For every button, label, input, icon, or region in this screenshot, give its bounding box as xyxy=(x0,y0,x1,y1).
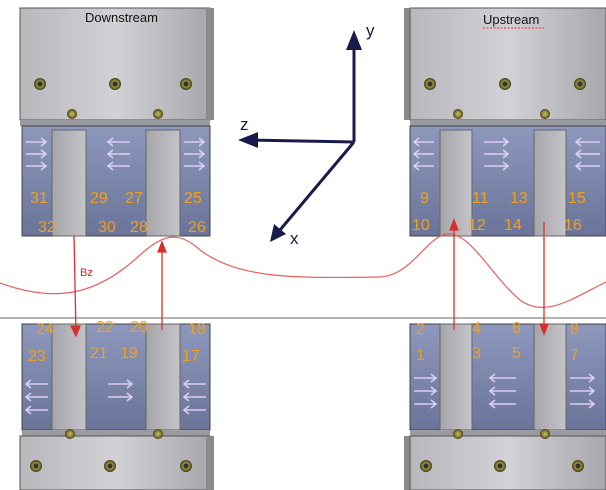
magnet-number: 4 xyxy=(472,320,481,337)
field-profile-curve xyxy=(0,233,606,309)
magnet-number: 7 xyxy=(570,347,579,364)
magnet-number: 28 xyxy=(130,219,148,236)
downstream-bottom-assembly xyxy=(19,323,214,490)
steel-ledge xyxy=(20,120,210,126)
bz-label: Bz xyxy=(80,267,93,279)
pole-piece xyxy=(145,323,181,431)
steel-edge xyxy=(404,436,412,490)
magnetization-arrows xyxy=(26,137,206,171)
magnet-number: 13 xyxy=(510,190,528,207)
magnet-array xyxy=(21,323,211,431)
steel-ledge xyxy=(410,430,606,436)
magnetization-arrows xyxy=(24,379,206,415)
downstream-label: Downstream xyxy=(85,10,158,25)
field-arrows xyxy=(69,218,549,338)
magnet-number: 2 xyxy=(416,321,425,338)
magnet-number: 25 xyxy=(184,190,202,207)
magnet-number: 1 xyxy=(416,347,425,364)
magnet-number: 14 xyxy=(504,217,522,234)
screw-icon xyxy=(30,429,192,472)
magnet-number: 17 xyxy=(182,348,200,365)
pole-piece xyxy=(51,323,87,431)
pole-piece xyxy=(145,129,181,237)
magnet-number: 6 xyxy=(512,320,521,337)
screw-icon xyxy=(424,78,586,119)
upstream-bottom-numbers: 2 4 6 8 1 3 5 7 xyxy=(416,320,579,364)
magnet-number: 26 xyxy=(188,219,206,236)
steel-edge xyxy=(404,8,412,120)
downstream-bottom-numbers: 24 22 20 18 23 21 19 17 xyxy=(28,319,206,365)
pole-piece xyxy=(439,129,473,237)
magnet-number: 31 xyxy=(30,190,48,207)
x-axis-arrowhead xyxy=(270,224,286,242)
upstream-top-numbers: 9 11 13 15 10 12 14 16 xyxy=(412,190,586,234)
magnetization-arrows xyxy=(414,373,596,409)
coordinate-axes xyxy=(238,30,362,242)
downstream-top-numbers: 31 29 27 25 32 30 28 26 xyxy=(30,190,206,236)
magnet-number: 3 xyxy=(472,345,481,362)
upstream-bottom-assembly xyxy=(404,323,606,490)
pole-piece xyxy=(533,129,567,237)
magnet-number: 21 xyxy=(90,345,108,362)
y-axis-arrowhead xyxy=(346,30,362,50)
steel-ledge xyxy=(410,120,606,126)
upstream-label: Upstream xyxy=(483,12,539,27)
magnet-number: 12 xyxy=(468,217,486,234)
magnet-number: 15 xyxy=(568,190,586,207)
magnet-number: 24 xyxy=(36,321,54,338)
magnet-number: 11 xyxy=(472,190,489,207)
magnet-number: 9 xyxy=(420,190,429,207)
magnet-number: 27 xyxy=(125,190,143,207)
magnet-number: 30 xyxy=(98,219,116,236)
steel-ledge xyxy=(22,430,210,436)
x-axis-arrow xyxy=(278,141,356,231)
magnet-number: 23 xyxy=(28,348,46,365)
magnet-array xyxy=(409,323,606,431)
magnetization-arrows xyxy=(412,137,600,171)
magnet-number: 32 xyxy=(38,219,56,236)
steel-edge xyxy=(206,436,214,490)
magnet-number: 20 xyxy=(130,319,148,336)
downstream-top-assembly xyxy=(19,7,214,237)
magnet-number: 5 xyxy=(512,345,521,362)
magnet-number: 8 xyxy=(570,321,579,338)
magnet-number: 18 xyxy=(188,321,206,338)
x-axis-label: x xyxy=(290,229,299,248)
pole-piece xyxy=(439,323,473,431)
magnet-number: 16 xyxy=(564,217,582,234)
upstream-top-assembly xyxy=(404,7,606,237)
steel-edge xyxy=(206,8,214,120)
magnet-number: 10 xyxy=(412,217,430,234)
pole-piece xyxy=(51,129,87,237)
z-axis-arrow xyxy=(249,138,355,144)
z-axis-arrowhead xyxy=(238,132,258,148)
z-axis-label: z xyxy=(240,115,249,134)
magnet-number: 29 xyxy=(90,190,108,207)
screw-icon xyxy=(420,429,584,472)
steel-block xyxy=(409,7,606,121)
pole-piece xyxy=(533,323,567,431)
magnet-number: 19 xyxy=(120,345,138,362)
screw-icon xyxy=(34,78,192,119)
y-axis-label: y xyxy=(366,21,375,40)
steel-block xyxy=(19,7,211,121)
magnet-number: 22 xyxy=(96,319,114,336)
